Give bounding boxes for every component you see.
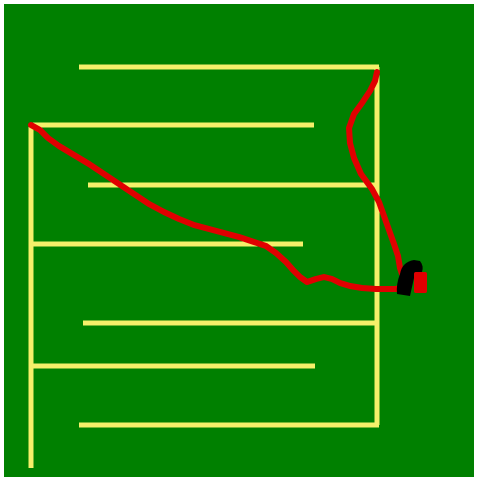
maze-field[interactable] — [4, 4, 474, 477]
maze-background — [4, 4, 474, 477]
player-accent — [414, 272, 427, 293]
